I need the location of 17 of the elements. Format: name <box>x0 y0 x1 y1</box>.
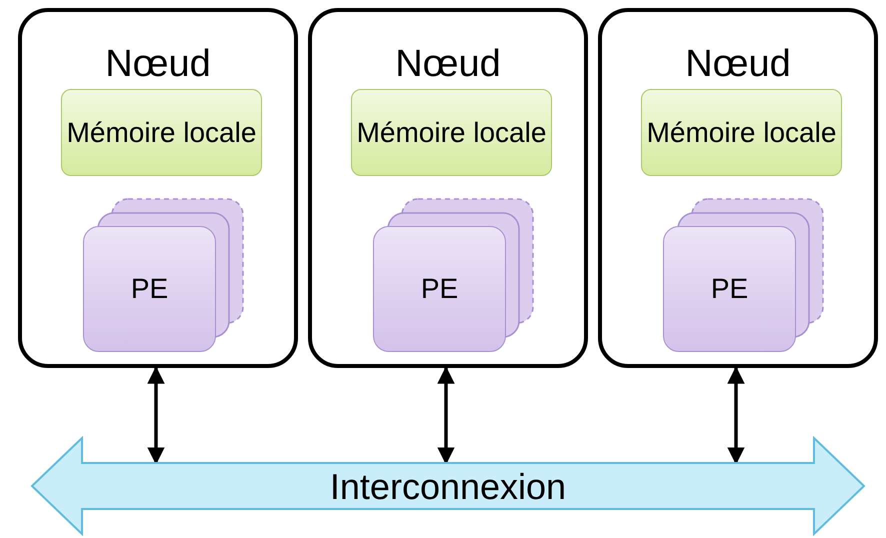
double-arrow-shape <box>30 436 866 536</box>
processor-card: PE <box>663 226 796 352</box>
double-headed-arrow <box>727 366 745 465</box>
double-headed-arrow <box>437 366 455 465</box>
double-headed-arrow <box>147 366 165 465</box>
node-title: Nœud <box>394 42 502 86</box>
node-title: Nœud <box>104 42 212 86</box>
memory-box: Mémoire locale <box>641 89 842 176</box>
node-container <box>598 8 878 368</box>
memory-box: Mémoire locale <box>61 89 262 176</box>
node-container <box>308 8 588 368</box>
processor-card: PE <box>83 226 216 352</box>
processor-card: PE <box>373 226 506 352</box>
node-container <box>18 8 298 368</box>
memory-box: Mémoire locale <box>351 89 552 176</box>
bus-label: Interconnexion <box>328 465 568 509</box>
node-title: Nœud <box>684 42 792 86</box>
